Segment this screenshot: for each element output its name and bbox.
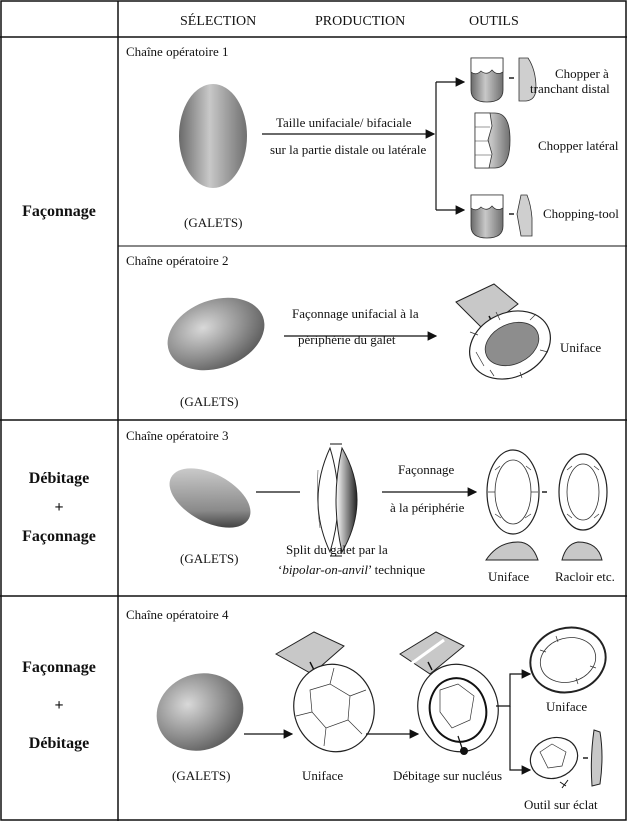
source-label: (GALETS) xyxy=(180,551,239,566)
process-label: Taille unifaciale/ bifaciale xyxy=(276,115,412,130)
chopper-distal-icon xyxy=(471,58,536,102)
header-production: PRODUCTION xyxy=(315,14,405,29)
uniface-output-icon xyxy=(523,619,613,700)
tool-label: Racloir etc. xyxy=(555,569,615,584)
chain-title: Chaîne opératoire 1 xyxy=(126,44,229,59)
tool-label: Chopper à xyxy=(555,66,609,81)
racloir-section-icon xyxy=(562,542,602,560)
tool-label: Uniface xyxy=(488,569,529,584)
header-outils: OUTILS xyxy=(469,14,519,29)
nucleus-icon xyxy=(400,632,508,761)
chain4-drawing xyxy=(146,619,613,788)
category-debitage: Débitage xyxy=(0,736,118,751)
pebble-icon xyxy=(146,661,255,763)
chopping-tool-icon xyxy=(471,195,532,238)
process-label: Façonnage unifacial à la xyxy=(292,306,419,321)
source-label: (GALETS) xyxy=(184,215,243,230)
step-label: Uniface xyxy=(302,768,343,783)
uniface-core-icon xyxy=(276,632,384,761)
category-plus: + xyxy=(0,698,118,713)
split-pebble-icon xyxy=(317,444,357,556)
racloir-oval-icon xyxy=(559,454,607,530)
tool-label: Chopper latéral xyxy=(538,138,619,153)
tool-label: Uniface xyxy=(560,340,601,355)
header-selection: SÉLECTION xyxy=(180,14,256,29)
process-label: sur la partie distale ou latérale xyxy=(270,142,426,157)
tool-label: Chopping-tool xyxy=(543,206,619,221)
chain-title: Chaîne opératoire 3 xyxy=(126,428,229,443)
process-label: à la périphérie xyxy=(390,500,464,515)
flake-tool-icon xyxy=(525,730,602,788)
process-label: Façonnage xyxy=(398,462,454,477)
pebble-icon xyxy=(157,285,274,383)
split-suffix: technique xyxy=(371,562,425,577)
tool-label: Outil sur éclat xyxy=(524,797,598,812)
uniface-section-icon xyxy=(486,542,538,560)
split-label-2: ‘bipolar-on-anvil’ technique xyxy=(278,562,425,577)
split-label: Split du galet par la xyxy=(286,542,388,557)
uniface-oval-icon xyxy=(487,450,547,534)
tool-label: Uniface xyxy=(546,699,587,714)
uniface-icon xyxy=(456,284,562,392)
pebble-icon xyxy=(179,84,247,188)
category-faconnage: Façonnage xyxy=(0,660,118,675)
category-plus: + xyxy=(0,500,118,515)
chain-title: Chaîne opératoire 2 xyxy=(126,253,229,268)
source-label: (GALETS) xyxy=(172,768,231,783)
source-label: (GALETS) xyxy=(180,394,239,409)
pebble-icon xyxy=(160,456,260,540)
category-faconnage: Façonnage xyxy=(0,204,118,219)
category-debitage: Débitage xyxy=(0,471,118,486)
step-label: Débitage sur nucléus xyxy=(393,768,502,783)
process-label: périphérie du galet xyxy=(298,332,395,347)
chopper-lateral-icon xyxy=(475,113,510,168)
chain-title: Chaîne opératoire 4 xyxy=(126,607,229,622)
tool-label: tranchant distal xyxy=(530,81,610,96)
category-faconnage: Façonnage xyxy=(0,529,118,544)
split-technique-name: bipolar-on-anvil xyxy=(282,562,368,577)
